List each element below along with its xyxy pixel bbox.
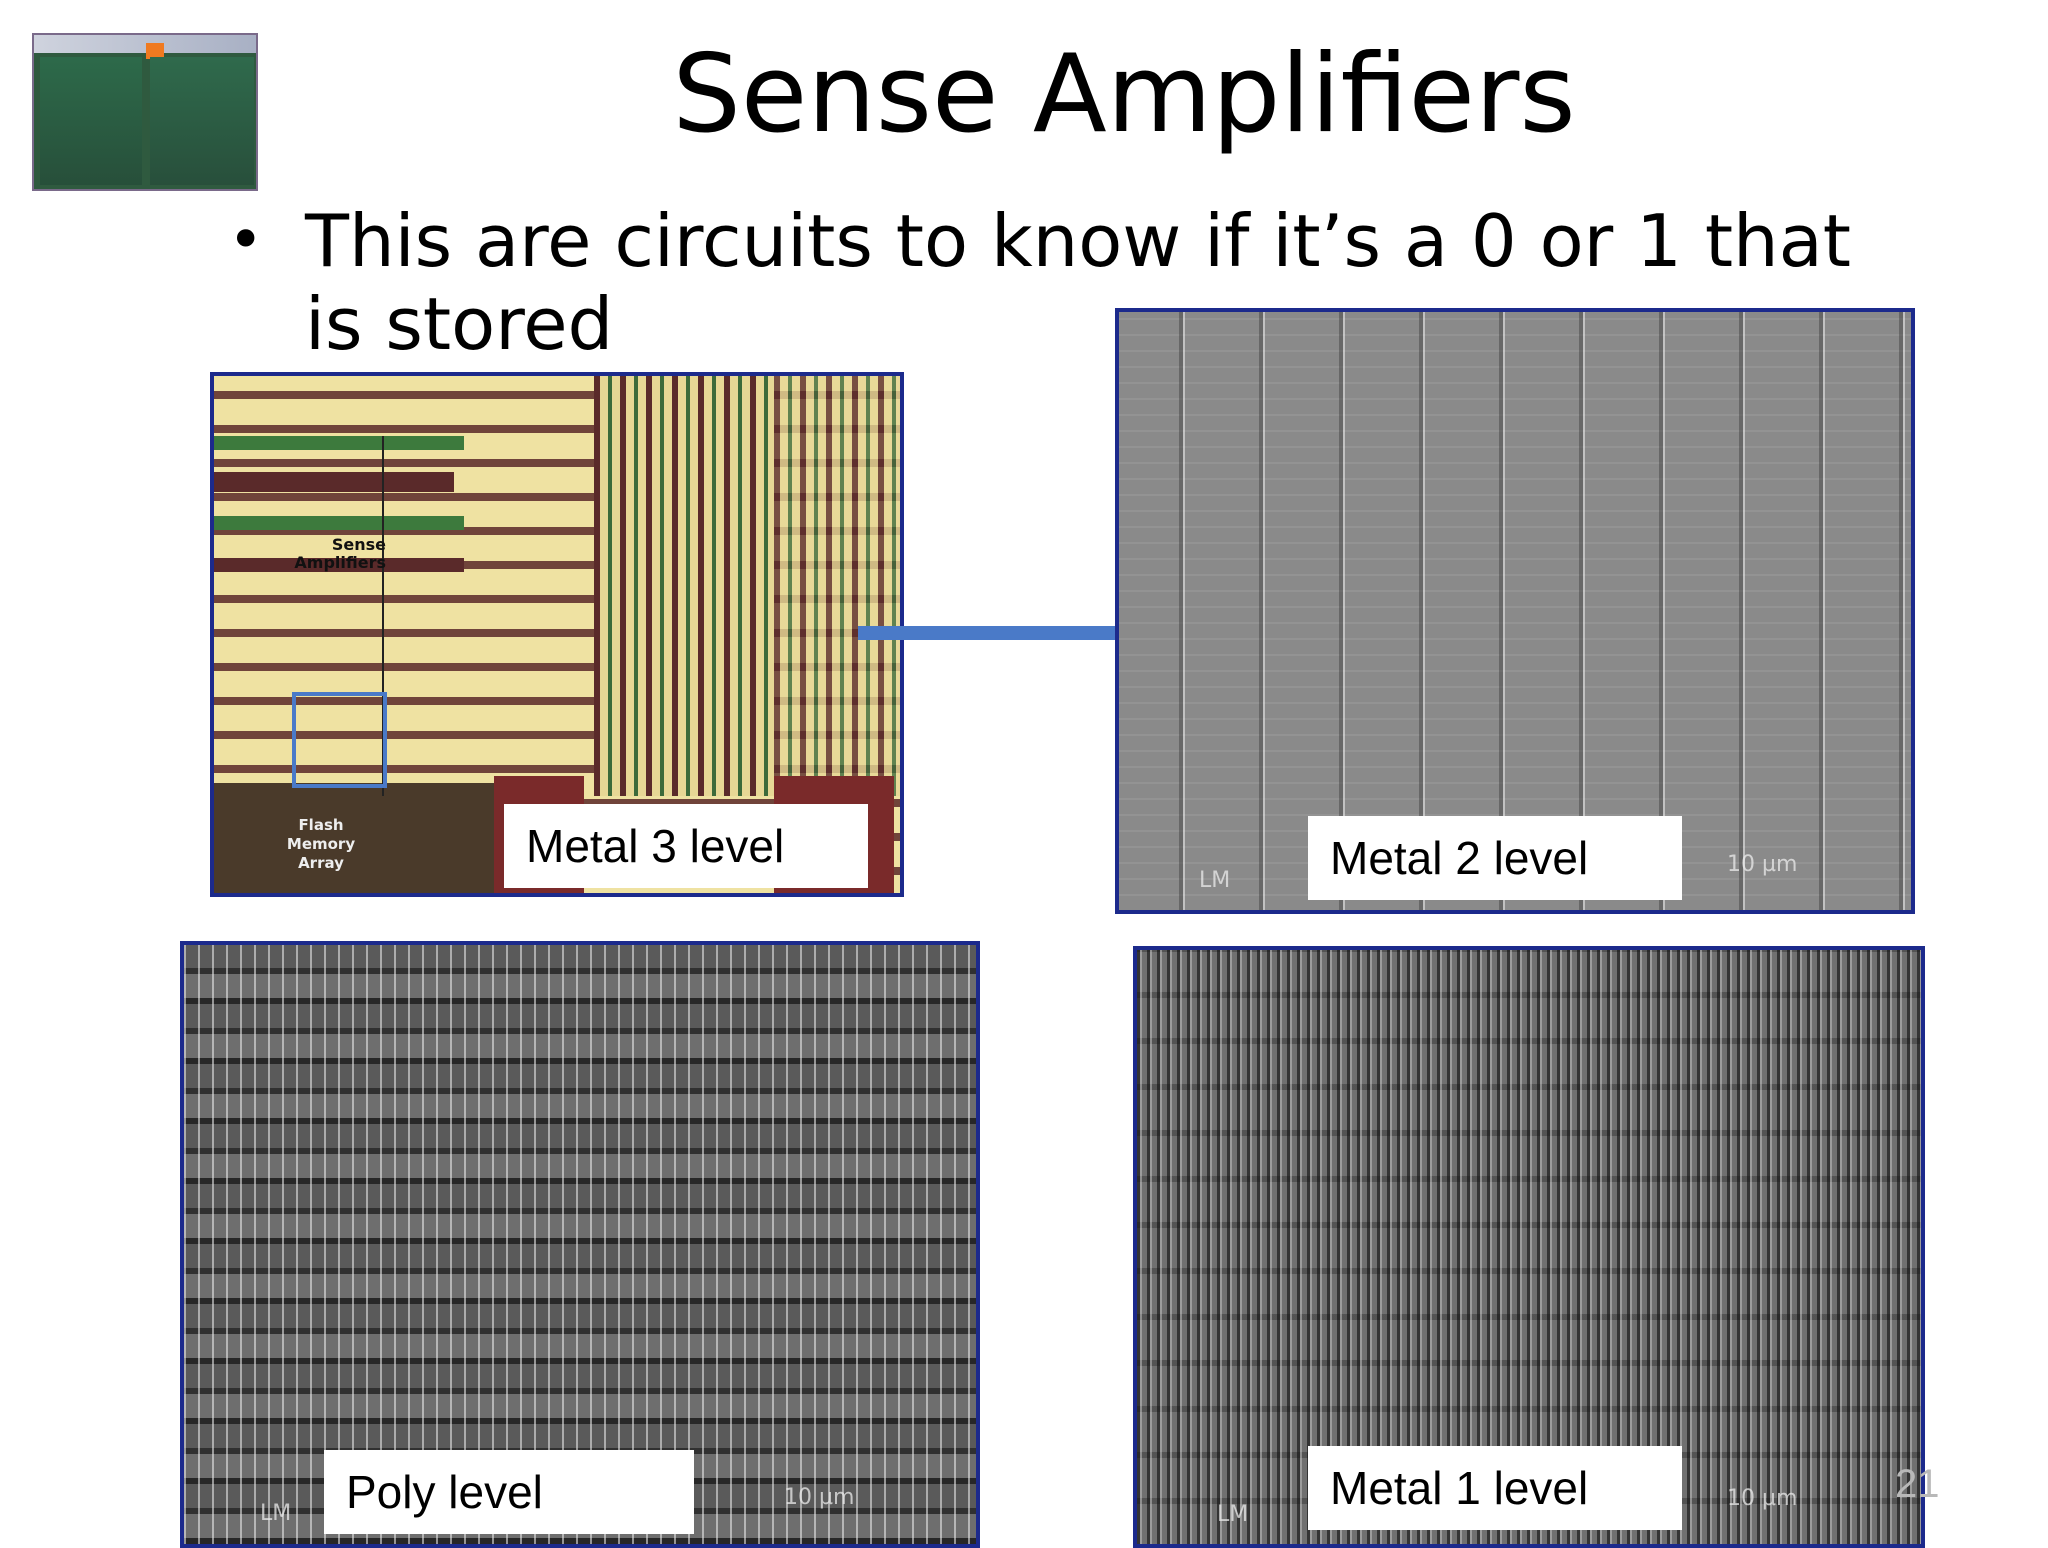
bus-lines [774,376,900,796]
slide-thumbnail [32,33,258,191]
slide-title: Sense Amplifiers [672,32,1576,157]
metal-trace [214,472,454,492]
lm-label: LM [260,1501,292,1526]
lm-label: LM [1199,868,1231,893]
bus-lines [594,376,774,796]
thumbnail-marker [146,43,164,59]
metal3-micrograph: Sense Amplifiers Flash Memory Array Meta… [210,372,904,897]
poly-micrograph: LM 10 µm Poly level [180,941,980,1548]
scale-bar-label: 10 µm [1727,1486,1798,1511]
metal1-caption: Metal 1 level [1308,1446,1682,1530]
poly-caption: Poly level [324,1450,694,1534]
thumbnail-toolbar [34,35,256,53]
lm-label: LM [1217,1502,1249,1527]
flash-array-region [214,783,514,893]
thumbnail-right-pane [150,57,254,185]
metal2-caption: Metal 2 level [1308,816,1682,900]
sense-amplifiers-label: Sense Amplifiers [294,535,386,572]
metal2-micrograph: LM 10 µm Metal 2 level [1115,308,1915,914]
thumbnail-left-pane [40,57,142,185]
metal-trace [214,558,464,572]
metal1-micrograph: LM 10 µm Metal 1 level [1133,946,1925,1548]
highlight-box [292,692,387,788]
bullet-text: This are circuits to know if it’s a 0 or… [305,199,1852,366]
metal-trace [214,436,464,450]
metal3-caption: Metal 3 level [504,804,868,888]
bullet-dot: • [228,205,264,275]
marker-line [382,436,384,796]
page-number: 21 [1895,1462,1940,1506]
metal-trace [214,516,464,530]
scale-bar-label: 10 µm [1727,852,1798,877]
flash-memory-label: Flash Memory Array [286,816,356,872]
scale-bar-label: 10 µm [784,1485,855,1510]
